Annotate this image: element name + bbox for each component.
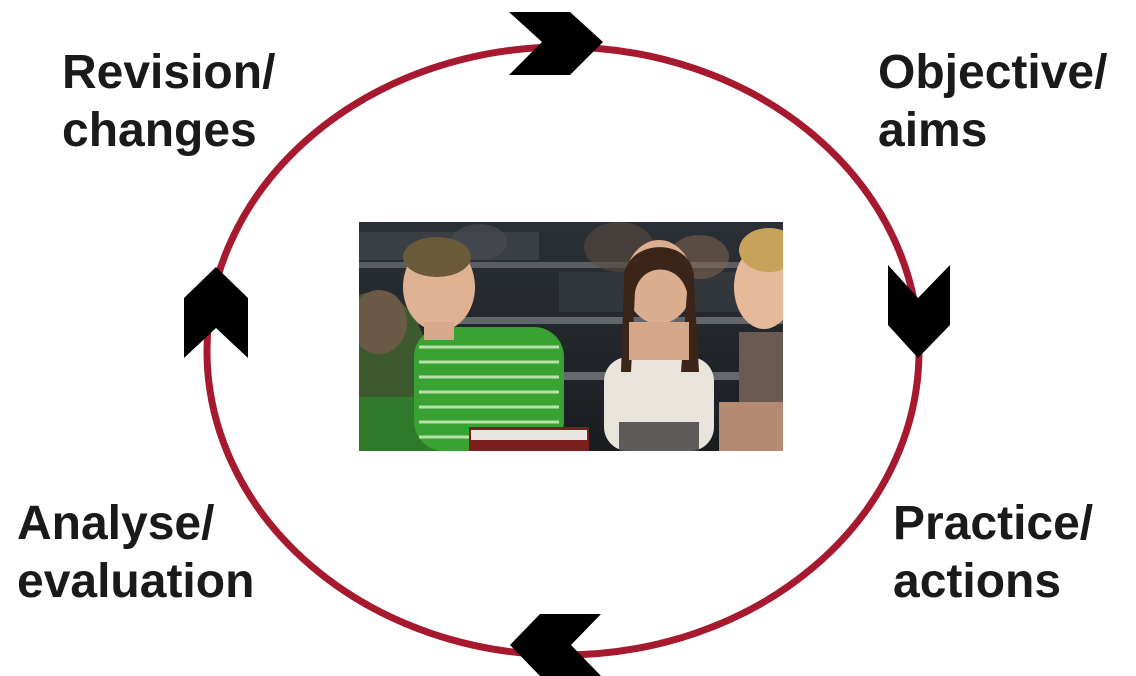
stage-label-line: Practice/: [893, 497, 1094, 550]
photo-illustration: [359, 222, 783, 451]
stage-label-objective: Objective/ aims: [878, 44, 1107, 160]
stage-label-line: evaluation: [17, 555, 255, 608]
stage-label-line: Revision/: [62, 46, 276, 99]
stage-label-line: actions: [893, 555, 1062, 608]
stage-label-revision: Revision/ changes: [62, 44, 275, 160]
arrow-down-icon: [888, 265, 950, 358]
stage-label-practice: Practice/ actions: [893, 495, 1093, 611]
stage-label-line: Analyse/: [17, 497, 215, 550]
stage-label-line: Objective/: [878, 46, 1108, 99]
stage-label-line: aims: [878, 104, 988, 157]
stage-label-line: changes: [62, 104, 257, 157]
arrow-up-icon: [184, 267, 248, 358]
students-photo: [359, 222, 783, 451]
arrow-left-icon: [510, 614, 601, 676]
stage-label-analyse: Analyse/ evaluation: [17, 495, 254, 611]
arrow-right-icon: [509, 12, 603, 75]
